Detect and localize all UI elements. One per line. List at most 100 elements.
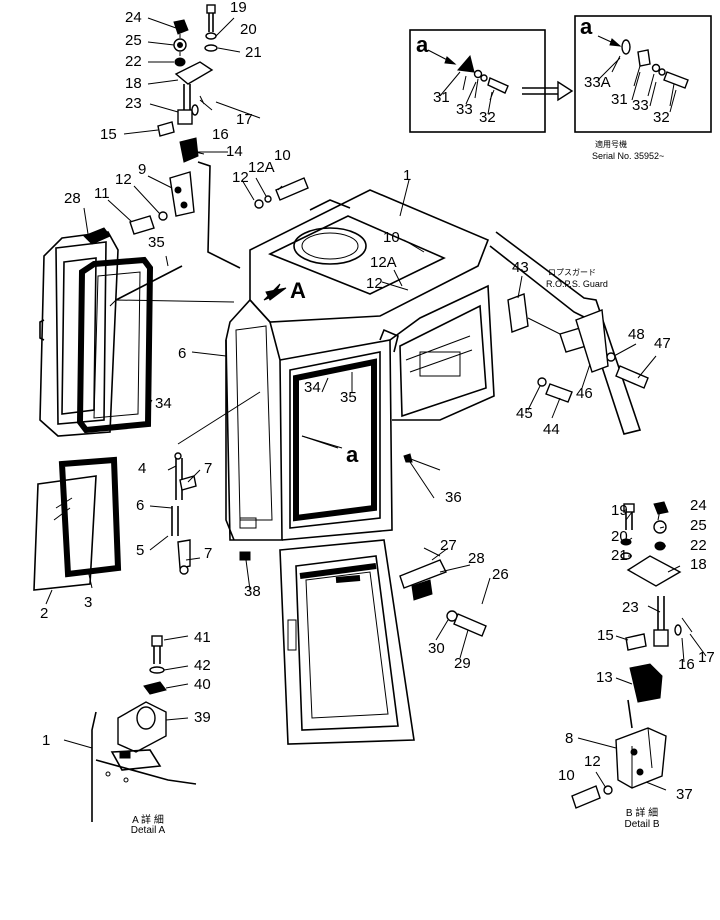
part-number-26: 26 — [492, 566, 509, 583]
upper-hinge-stack — [129, 4, 309, 269]
part-number-1: 1 — [42, 732, 51, 749]
rod-35 — [115, 265, 183, 301]
door-seal-34 — [76, 256, 154, 434]
part-number-13: 13 — [596, 669, 613, 686]
lower-door — [279, 539, 415, 745]
leader-lines — [45, 17, 707, 791]
lower-window — [33, 456, 122, 591]
part-number-28: 28 — [468, 550, 485, 567]
serial-note-en: Serial No. 35952~ — [592, 151, 665, 161]
serial-note-jp: 適用号機 — [595, 140, 627, 149]
part-number-28: 28 — [64, 190, 81, 207]
part-number-15: 15 — [100, 126, 117, 143]
part-number-16: 16 — [212, 126, 229, 143]
part-number-12: 12 — [366, 275, 383, 292]
part-number-25: 25 — [125, 32, 142, 49]
part-number-12: 12 — [584, 753, 601, 770]
part-number-30: 30 — [428, 640, 445, 657]
part-number-12: 12 — [232, 169, 249, 186]
detail-b-caption-en: Detail B — [624, 819, 660, 830]
part-number-18: 18 — [690, 556, 707, 573]
part-number-7: 7 — [204, 460, 213, 477]
rops-note-jp: ロプスガード — [548, 268, 596, 277]
part-number-18: 18 — [125, 75, 142, 92]
part-number-46: 46 — [576, 385, 593, 402]
detail-a — [91, 635, 197, 822]
part-number-47: 47 — [654, 335, 671, 352]
inset-letter-a: a — [416, 32, 429, 57]
part-number-29: 29 — [454, 655, 471, 672]
part-number-34: 34 — [155, 395, 172, 412]
part-number-20: 20 — [611, 528, 628, 545]
part-number-22: 22 — [690, 537, 707, 554]
inset-part-31: 31 — [433, 89, 450, 106]
part-number-44: 44 — [543, 421, 560, 438]
part-number-27: 27 — [440, 537, 457, 554]
inset-part-32: 32 — [653, 109, 670, 126]
cab-body — [225, 189, 495, 541]
part-number-2: 2 — [40, 605, 49, 622]
part-number-4: 4 — [138, 460, 147, 477]
part-number-41: 41 — [194, 629, 211, 646]
direction-arrows — [263, 283, 343, 449]
part-number-20: 20 — [240, 21, 257, 38]
part-number-10: 10 — [383, 229, 400, 246]
inset-letter-a: a — [580, 14, 593, 39]
part-number-17: 17 — [236, 111, 253, 128]
inset-part-33A: 33A — [584, 74, 611, 91]
view-letter-a: A — [290, 278, 306, 303]
inset-part-33: 33 — [456, 101, 473, 118]
part-number-17: 17 — [698, 649, 715, 666]
part-number-21: 21 — [611, 547, 628, 564]
part-number-36: 36 — [445, 489, 462, 506]
inset-part-33: 33 — [632, 97, 649, 114]
rops-note-en: R.O.P.S. Guard — [546, 279, 608, 289]
part-number-5: 5 — [136, 542, 145, 559]
inset-part-32: 32 — [479, 109, 496, 126]
part-number-40: 40 — [194, 676, 211, 693]
part-number-3: 3 — [84, 594, 93, 611]
part-number-24: 24 — [125, 9, 142, 26]
part-number-39: 39 — [194, 709, 211, 726]
inset-old-version — [409, 29, 546, 133]
part-number-22: 22 — [125, 53, 142, 70]
part-number-11: 11 — [94, 185, 110, 202]
hinge-pins — [171, 391, 261, 575]
part-number-1: 1 — [403, 167, 412, 184]
part-number-19: 19 — [230, 0, 247, 16]
detail-a-caption-en: Detail A — [130, 825, 166, 836]
part-number-7: 7 — [204, 545, 213, 562]
part-number-10: 10 — [274, 147, 291, 164]
part-number-15: 15 — [597, 627, 614, 644]
detail-a-caption-jp: A 詳 細 — [132, 815, 164, 826]
part-number-6: 6 — [136, 497, 145, 514]
part-number-37: 37 — [676, 786, 693, 803]
transition-arrow — [522, 80, 574, 102]
part-number-12A: 12A — [370, 254, 397, 271]
part-number-24: 24 — [690, 497, 707, 514]
part-number-25: 25 — [690, 517, 707, 534]
inset-new-version — [574, 15, 712, 133]
part-number-10: 10 — [558, 767, 575, 784]
part-number-16: 16 — [678, 656, 695, 673]
part-number-48: 48 — [628, 326, 645, 343]
part-number-34: 34 — [304, 379, 321, 396]
inset-part-31: 31 — [611, 91, 628, 108]
part-number-23: 23 — [622, 599, 639, 616]
part-number-38: 38 — [244, 583, 261, 600]
part-number-8: 8 — [565, 730, 574, 747]
part-number-12: 12 — [115, 171, 132, 188]
part-number-45: 45 — [516, 405, 533, 422]
part-number-6: 6 — [178, 345, 187, 362]
part-number-14: 14 — [226, 143, 243, 160]
door-latch — [239, 547, 487, 637]
part-number-42: 42 — [194, 657, 211, 674]
part-number-19: 19 — [611, 502, 628, 519]
part-number-35: 35 — [148, 234, 165, 251]
part-number-43: 43 — [512, 259, 529, 276]
detail-b-caption-jp: B 詳 細 — [625, 808, 659, 819]
view-letter-a: a — [346, 442, 359, 467]
part-number-23: 23 — [125, 95, 142, 112]
part-number-12A: 12A — [248, 159, 275, 176]
